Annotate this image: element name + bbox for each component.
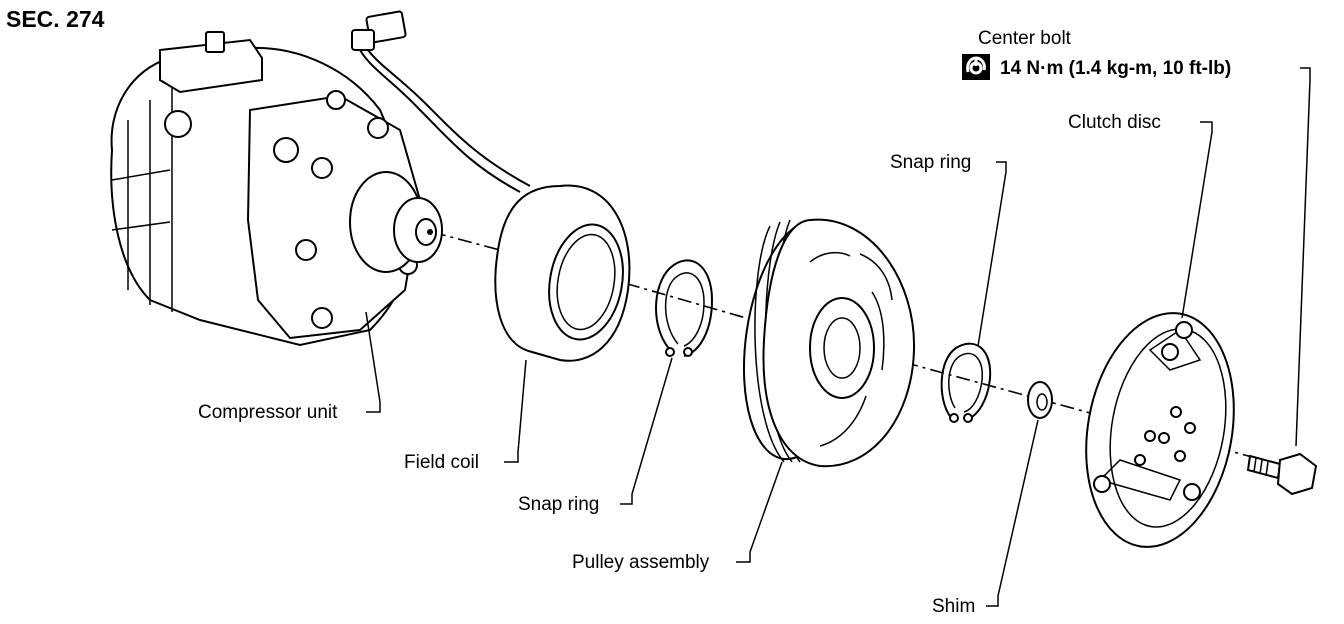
center-bolt [1246, 452, 1318, 496]
shim-label: Shim [932, 596, 975, 617]
section-number: SEC. 274 [6, 6, 105, 32]
compressor-unit [110, 10, 531, 347]
field-coil [494, 184, 631, 362]
leader-lines [365, 67, 1311, 607]
torque-spec: 14 N·m (1.4 kg-m, 10 ft-lb) [962, 54, 1231, 80]
pulley-assembly [742, 218, 916, 468]
snap-ring-upper-label: Snap ring [890, 152, 971, 173]
snap-ring-lower [655, 259, 714, 357]
snap-ring-lower-label: Snap ring [518, 494, 599, 515]
shim [1027, 381, 1053, 419]
center-bolt-label: Center bolt [978, 28, 1072, 49]
clutch-disc [1085, 312, 1235, 548]
clutch-disc-label: Clutch disc [1068, 112, 1161, 133]
torque-wrench-icon [962, 54, 990, 80]
snap-ring-upper [940, 342, 992, 423]
torque-value: 14 N·m (1.4 kg-m, 10 ft-lb) [1000, 58, 1231, 79]
compressor-unit-label: Compressor unit [198, 402, 338, 423]
pulley-assembly-label: Pulley assembly [572, 552, 710, 573]
field-coil-label: Field coil [404, 452, 479, 473]
